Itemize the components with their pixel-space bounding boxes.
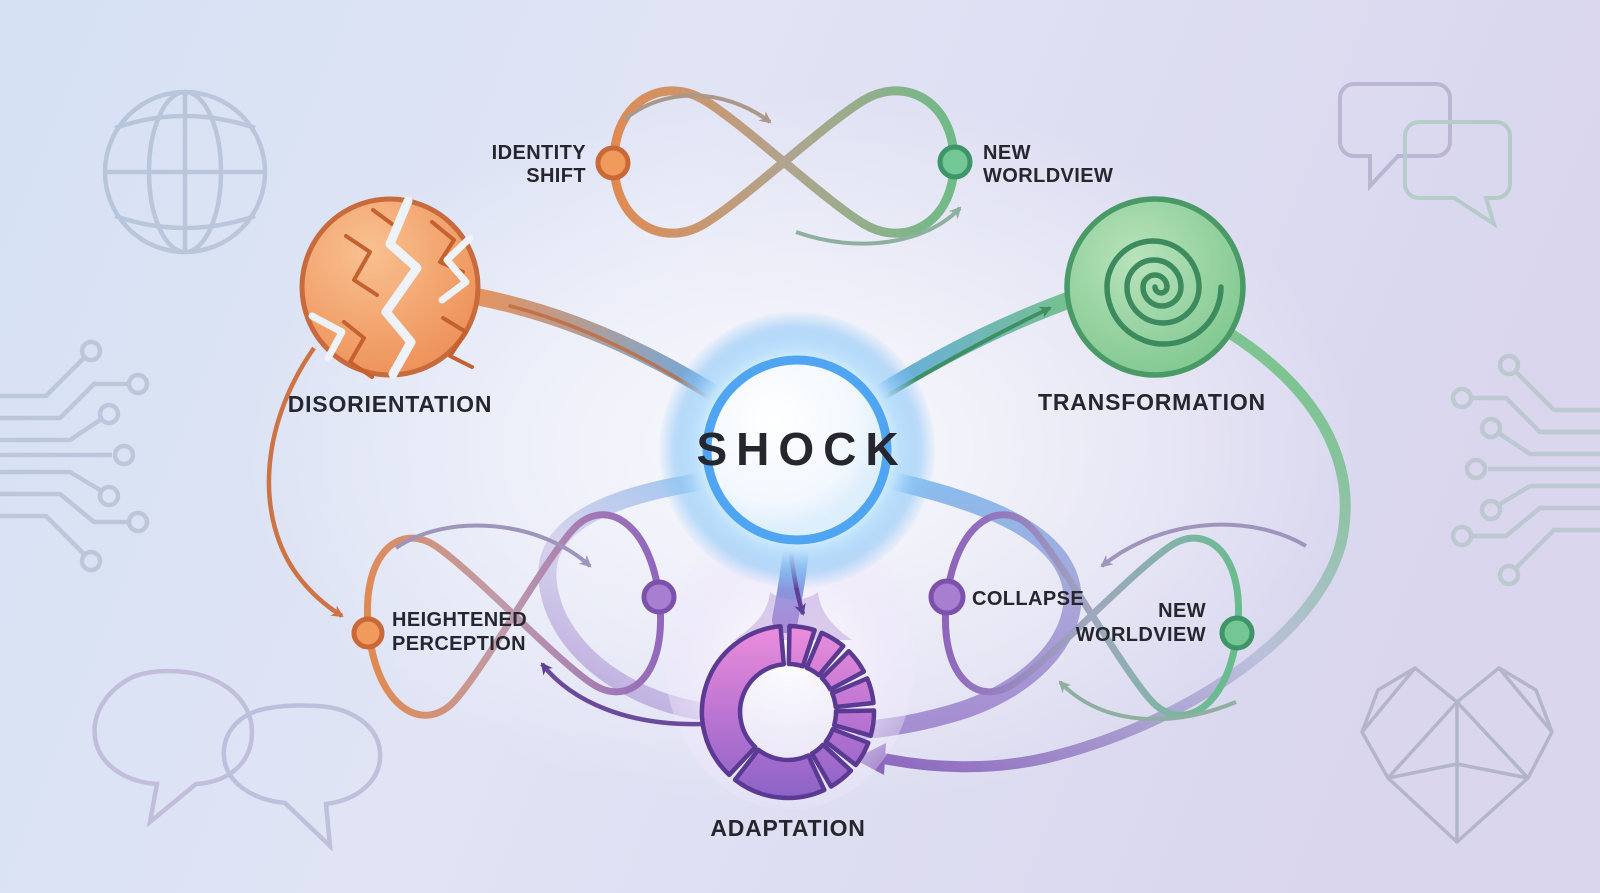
adaptation-ring — [699, 623, 877, 801]
spiral-icon — [1104, 238, 1224, 347]
arrow-disorientation-to-perception — [266, 346, 344, 618]
identity-shift-dot — [595, 145, 631, 181]
left-loop-purple-dot — [641, 579, 677, 615]
collapse-label: COLLAPSE — [972, 588, 1084, 610]
globe-icon — [102, 89, 268, 255]
adaptation-label: ADAPTATION — [710, 815, 865, 841]
shock-label: SHOCK — [696, 423, 907, 475]
connector-transformation-adaptation — [880, 326, 1351, 773]
top-loop-arrow-lower — [795, 206, 962, 246]
right-loop-arrow-upper — [1100, 522, 1308, 568]
new-worldview-top-dot — [937, 144, 973, 180]
chat-bubbles-icon — [92, 668, 383, 852]
heightened-perception-dot — [351, 616, 385, 650]
chat-bubbles-icon — [1338, 82, 1512, 229]
transformation-node — [1064, 196, 1246, 378]
transformation-label: TRANSFORMATION — [1038, 389, 1266, 415]
collapse-dot — [928, 578, 966, 616]
new-worldview-bottom-dot — [1219, 615, 1255, 651]
polygon-heart-icon — [1360, 666, 1554, 844]
disorientation-label: DISORIENTATION — [288, 391, 493, 417]
right-loop-arrow-lower — [1058, 680, 1237, 722]
left-loop-arrow-upper — [394, 523, 592, 568]
shock-circle — [702, 355, 892, 545]
arrow-adaptation-to-leftloop — [540, 662, 703, 727]
disorientation-node — [299, 196, 481, 379]
shock-node: SHOCK — [659, 312, 935, 588]
top-loop-arrow-upper — [622, 93, 772, 124]
